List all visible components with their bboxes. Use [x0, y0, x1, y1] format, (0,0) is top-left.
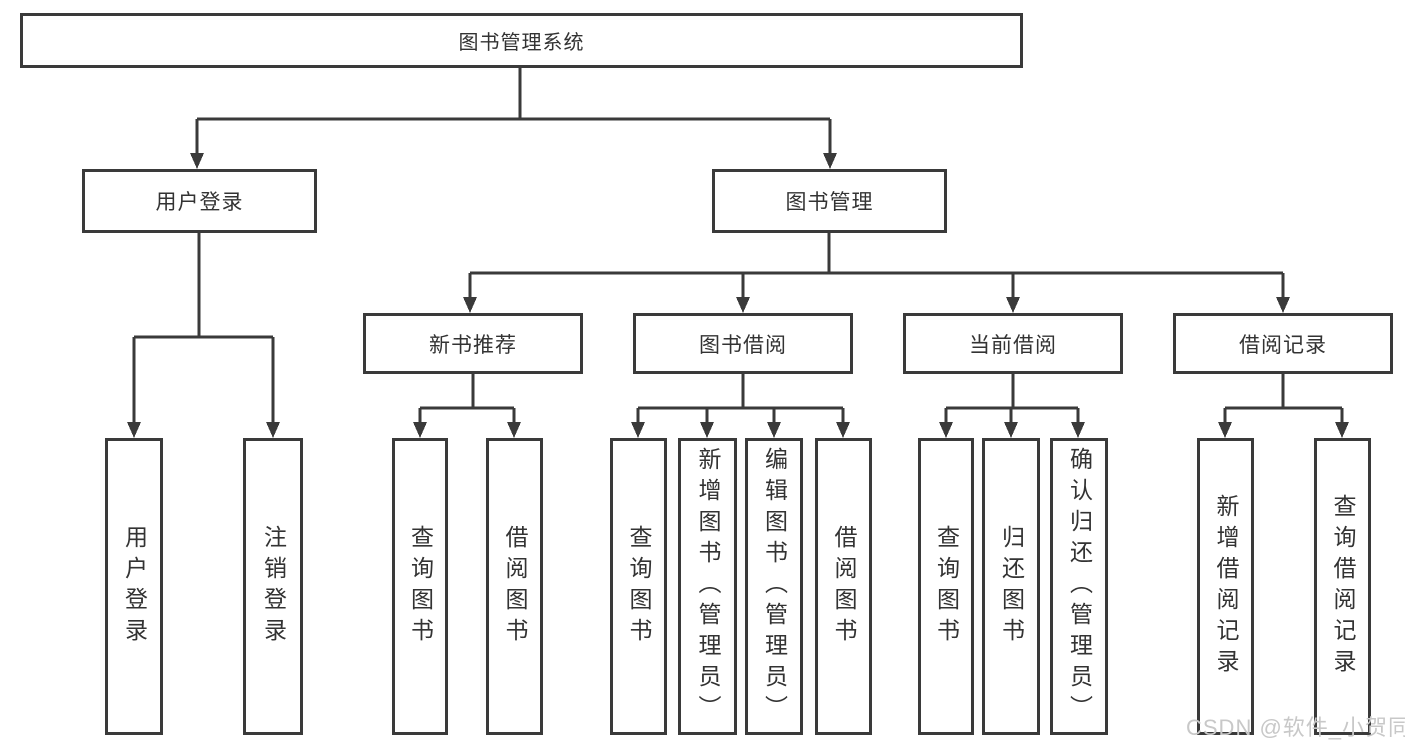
- node-label: 查询图书: [626, 524, 652, 649]
- node-label: 注销登录: [260, 524, 287, 649]
- arrow-down-icon: [836, 422, 850, 438]
- leaf-add-borrow-record: 新增借阅记录: [1197, 438, 1254, 735]
- leaf-query-book-2: 查询图书: [610, 438, 667, 735]
- node-current-borrowing: 当前借阅: [903, 313, 1123, 374]
- arrowhead-icons: [127, 153, 1349, 438]
- arrow-down-icon: [190, 153, 204, 169]
- arrow-down-icon: [736, 297, 750, 313]
- node-label: 借阅图书: [831, 524, 857, 649]
- node-label: 查询图书: [933, 524, 960, 649]
- arrow-down-icon: [266, 422, 280, 438]
- node-label: 查询图书: [407, 524, 434, 649]
- arrow-down-icon: [939, 422, 953, 438]
- arrow-down-icon: [463, 297, 477, 313]
- node-label: 用户登录: [155, 191, 244, 214]
- node-label: 编辑图书（管理员）: [761, 447, 788, 726]
- leaf-add-book-admin: 新增图书（管理员）: [678, 438, 737, 735]
- node-user-login: 用户登录: [82, 169, 317, 233]
- node-borrow-records: 借阅记录: [1173, 313, 1393, 374]
- arrow-down-icon: [823, 153, 837, 169]
- connector-path: [132, 68, 1344, 423]
- node-book-management: 图书管理: [712, 169, 947, 233]
- leaf-query-borrow-record: 查询借阅记录: [1314, 438, 1371, 735]
- arrow-down-icon: [1218, 422, 1232, 438]
- leaf-return-book: 归还图书: [982, 438, 1040, 735]
- node-book-borrowing: 图书借阅: [633, 313, 853, 374]
- node-new-book-recommend: 新书推荐: [363, 313, 583, 374]
- node-label: 图书借阅: [699, 333, 787, 357]
- arrow-down-icon: [1276, 297, 1290, 313]
- arrow-down-icon: [631, 422, 645, 438]
- node-label: 当前借阅: [969, 333, 1057, 357]
- arrow-down-icon: [1004, 422, 1018, 438]
- node-label: 归还图书: [998, 524, 1025, 649]
- arrow-down-icon: [127, 422, 141, 438]
- arrow-down-icon: [413, 422, 427, 438]
- arrow-down-icon: [1006, 297, 1020, 313]
- arrow-down-icon: [1071, 422, 1085, 438]
- node-label: 查询借阅记录: [1330, 493, 1356, 680]
- leaf-edit-book-admin: 编辑图书（管理员）: [745, 438, 803, 735]
- arrow-down-icon: [700, 422, 714, 438]
- node-label: 图书管理: [785, 191, 874, 214]
- arrow-down-icon: [1335, 422, 1349, 438]
- watermark-text: CSDN @软件_小贺同学: [1186, 715, 1405, 740]
- leaf-query-book-3: 查询图书: [918, 438, 974, 735]
- node-label: 新书推荐: [429, 333, 517, 357]
- leaf-borrow-book-2: 借阅图书: [815, 438, 872, 735]
- node-root-system: 图书管理系统: [20, 13, 1023, 68]
- node-label: 图书管理系统: [458, 32, 585, 54]
- arrow-down-icon: [507, 422, 521, 438]
- leaf-user-login: 用户登录: [105, 438, 163, 735]
- node-label: 新增图书（管理员）: [695, 447, 721, 726]
- node-label: 确认归还（管理员）: [1066, 447, 1093, 726]
- leaf-confirm-return-admin: 确认归还（管理员）: [1050, 438, 1108, 735]
- leaf-logout: 注销登录: [243, 438, 303, 735]
- node-label: 借阅记录: [1239, 333, 1327, 357]
- leaf-query-book-1: 查询图书: [392, 438, 448, 735]
- node-label: 用户登录: [121, 524, 148, 649]
- arrow-down-icon: [767, 422, 781, 438]
- node-label: 借阅图书: [502, 524, 528, 649]
- node-label: 新增借阅记录: [1213, 493, 1239, 680]
- leaf-borrow-book-1: 借阅图书: [486, 438, 543, 735]
